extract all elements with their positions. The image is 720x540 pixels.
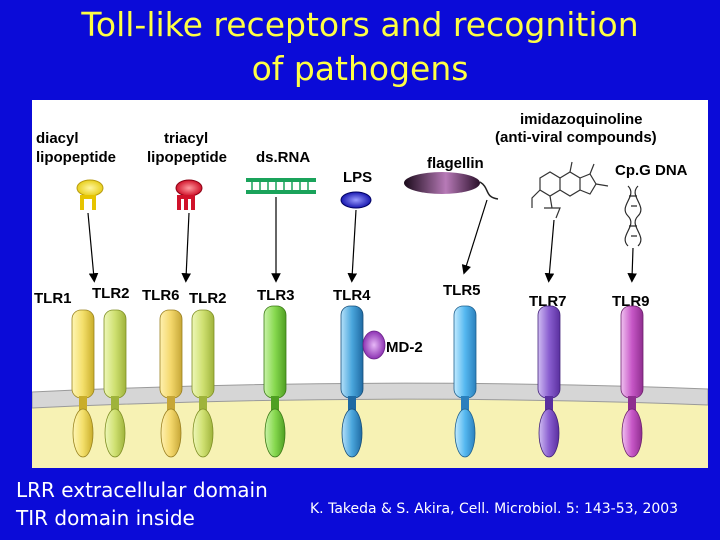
receptor-label-tlr1: TLR1 [34, 290, 72, 307]
arrow-diacyl-to-tlr1 [87, 212, 99, 283]
flagellin-icon [404, 172, 499, 200]
md2-coreceptor [362, 330, 386, 360]
reference-citation: K. Takeda & S. Akira, Cell. Microbiol. 5… [310, 501, 679, 517]
receptor-tlr3 [263, 305, 287, 458]
ligand-label-diacyl-2: lipopeptide [36, 149, 116, 166]
arrow-flagellin-to-tlr5 [461, 199, 488, 275]
cpg-dna-helix-icon [624, 185, 642, 247]
receptor-label-tlr2a: TLR2 [92, 285, 130, 302]
receptor-label-tlr7: TLR7 [529, 293, 567, 310]
dsrna-icon [246, 178, 316, 194]
receptor-label-md2: MD-2 [386, 339, 423, 356]
arrow-imidazoquinoline-to-tlr7 [544, 219, 555, 283]
ligand-label-dsrna: ds.RNA [256, 149, 310, 166]
receptor-label-tlr9: TLR9 [612, 293, 650, 310]
arrow-triacyl-to-tlr6 [181, 212, 192, 283]
receptor-label-tlr6: TLR6 [142, 287, 180, 304]
receptor-label-tlr4: TLR4 [333, 287, 371, 304]
receptor-label-tlr3: TLR3 [257, 287, 295, 304]
receptor-tlr9 [620, 305, 644, 458]
receptor-tlr7 [537, 305, 561, 458]
ligand-label-imidazoquinoline: imidazoquinoline [520, 111, 643, 128]
ligand-label-triacyl-2: lipopeptide [147, 149, 227, 166]
tlr-diagram: diacyl lipopeptide triacyl lipopeptide d… [31, 100, 709, 468]
lps-icon [340, 191, 372, 209]
receptor-tlr6 [159, 309, 183, 458]
title-line-2: of pathogens [251, 49, 469, 88]
receptor-tlr4 [340, 305, 364, 458]
ligand-label-lps: LPS [343, 169, 372, 186]
receptor-label-tlr5: TLR5 [443, 282, 481, 299]
title-line-1: Toll-like receptors and recognition [81, 5, 639, 44]
ligand-label-cpg: Cp.G DNA [615, 162, 688, 179]
triacyl-lipopeptide-icon [175, 179, 203, 210]
receptor-label-tlr2b: TLR2 [189, 290, 227, 307]
ligand-label-diacyl-1: diacyl [36, 130, 79, 147]
diacyl-lipopeptide-icon [76, 179, 104, 210]
receptor-tlr2-left [103, 309, 127, 458]
imidazoquinoline-structure-icon [531, 161, 609, 219]
ligand-label-antiviral: (anti-viral compounds) [495, 129, 657, 146]
arrow-cpg-to-tlr9 [627, 247, 637, 283]
receptor-tlr2-right [191, 309, 215, 458]
receptor-tlr5 [453, 305, 477, 458]
arrow-lps-to-tlr4 [347, 209, 358, 283]
caption-lrr-domain: LRR extracellular domain [16, 478, 268, 502]
receptor-tlr1 [71, 309, 95, 458]
ligand-label-flagellin: flagellin [427, 155, 484, 172]
caption-tir-domain: TIR domain inside [16, 506, 195, 530]
ligand-label-triacyl-1: triacyl [164, 130, 208, 147]
